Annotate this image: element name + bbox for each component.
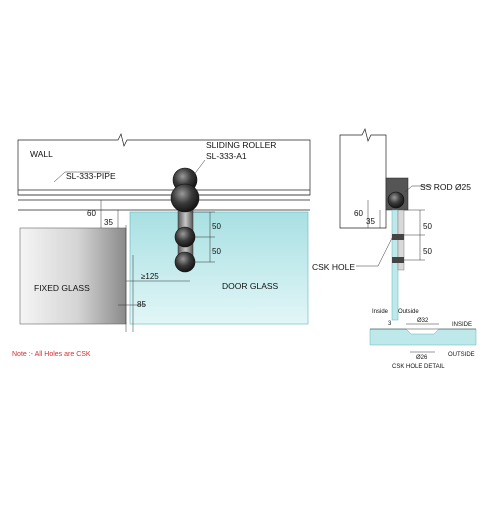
detail-inside: INSIDE xyxy=(452,322,472,328)
roller-code: SL-333-A1 xyxy=(206,151,247,161)
side-dim-50-bottom: 50 xyxy=(423,247,432,256)
detail-inside-small: Inside xyxy=(372,309,389,315)
detail-title: CSK HOLE DETAIL xyxy=(392,364,445,370)
detail-dia-inner: Ø26 xyxy=(416,355,428,361)
fixed-glass-label: FIXED GLASS xyxy=(34,283,90,293)
note: Note :- All Holes are CSK xyxy=(12,351,91,358)
detail-depth: 3 xyxy=(388,321,392,327)
detail-outside-small: Outside xyxy=(398,309,419,315)
ss-rod-label: SS ROD Ø25 xyxy=(420,182,471,192)
csk-hole-label: CSK HOLE xyxy=(312,262,355,272)
roller-spacing-dimensions: 50 50 xyxy=(190,211,221,263)
side-dimensions: 60 35 50 50 xyxy=(354,200,432,261)
detail-dia-outer: Ø32 xyxy=(417,318,429,324)
roller-title: SLIDING ROLLER xyxy=(206,140,276,150)
side-wall xyxy=(339,127,387,229)
side-rod: SS ROD Ø25 xyxy=(385,177,471,211)
gap-value: 85 xyxy=(137,300,146,309)
height-dimensions: 60 35 xyxy=(87,200,119,228)
side-glass xyxy=(391,209,405,321)
dim-35: 35 xyxy=(104,218,113,227)
side-dim-60: 60 xyxy=(354,209,363,218)
overlap-dimension: ≥125 85 xyxy=(118,225,190,332)
pipe-rail: SL-333-PIPE xyxy=(18,171,310,211)
side-dim-50-top: 50 xyxy=(423,222,432,231)
roller-spacing-2: 50 xyxy=(212,247,221,256)
detail-outside: OUTSIDE xyxy=(448,352,475,358)
door-glass: DOOR GLASS xyxy=(129,211,309,325)
side-dim-35: 35 xyxy=(366,217,375,226)
wall-label: WALL xyxy=(30,149,53,159)
dim-60: 60 xyxy=(87,209,96,218)
csk-hole-callout: CSK HOLE xyxy=(312,237,393,272)
overlap-value: ≥125 xyxy=(141,272,159,281)
door-glass-label: DOOR GLASS xyxy=(222,281,279,291)
pipe-label: SL-333-PIPE xyxy=(66,171,116,181)
roller-spacing-1: 50 xyxy=(212,222,221,231)
fixed-glass: FIXED GLASS xyxy=(19,227,127,325)
csk-detail: Inside Outside Ø32 Ø26 3 INSIDE OUTSIDE … xyxy=(369,309,477,370)
sliding-roller: SLIDING ROLLER SL-333-A1 xyxy=(170,140,276,273)
